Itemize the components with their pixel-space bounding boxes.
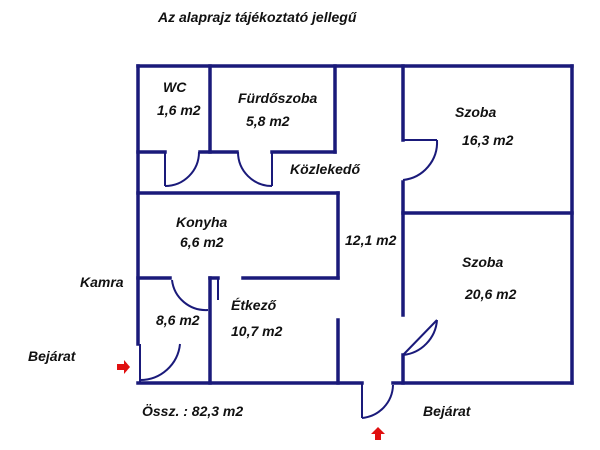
room-pantry-area: 8,6 m2	[156, 312, 200, 328]
room-room2-name: Szoba	[462, 254, 503, 270]
room-kitchen-area: 6,6 m2	[180, 234, 224, 250]
room-room1-name: Szoba	[455, 104, 496, 120]
doors	[139, 139, 439, 419]
room-wc-name: WC	[163, 79, 187, 95]
room-dining-area: 10,7 m2	[231, 323, 283, 339]
door-bath	[237, 151, 273, 187]
interior-walls	[136, 64, 574, 385]
room-wc-area: 1,6 m2	[157, 102, 201, 118]
room-pantry-name: Kamra	[80, 274, 124, 290]
room-room1-area: 16,3 m2	[462, 132, 514, 148]
total-area: Össz. : 82,3 m2	[142, 403, 243, 419]
door-wc	[164, 151, 200, 187]
room-room2-area: 20,6 m2	[464, 286, 517, 302]
room-hall-name: Közlekedő	[290, 161, 360, 177]
entrance-bottom-label: Bejárat	[423, 403, 472, 419]
entrance-left-arrow-icon	[117, 360, 130, 374]
entrance-bottom-arrow-icon	[371, 427, 385, 440]
room-bath-name: Fürdőszoba	[238, 90, 318, 106]
entrance-left-label: Bejárat	[28, 348, 77, 364]
door-room2	[402, 319, 438, 356]
door-room1	[402, 139, 439, 181]
plan-title: Az alaprajz tájékoztató jellegű	[157, 9, 358, 25]
room-dining-name: Étkező	[231, 297, 277, 313]
door-entrance-left	[139, 343, 181, 383]
room-bath-area: 5,8 m2	[246, 113, 290, 129]
door-pantry	[171, 278, 211, 312]
room-kitchen-name: Konyha	[176, 214, 228, 230]
outer-walls	[136, 64, 574, 385]
room-hall-area: 12,1 m2	[345, 232, 397, 248]
door-entrance-bottom	[361, 383, 394, 419]
